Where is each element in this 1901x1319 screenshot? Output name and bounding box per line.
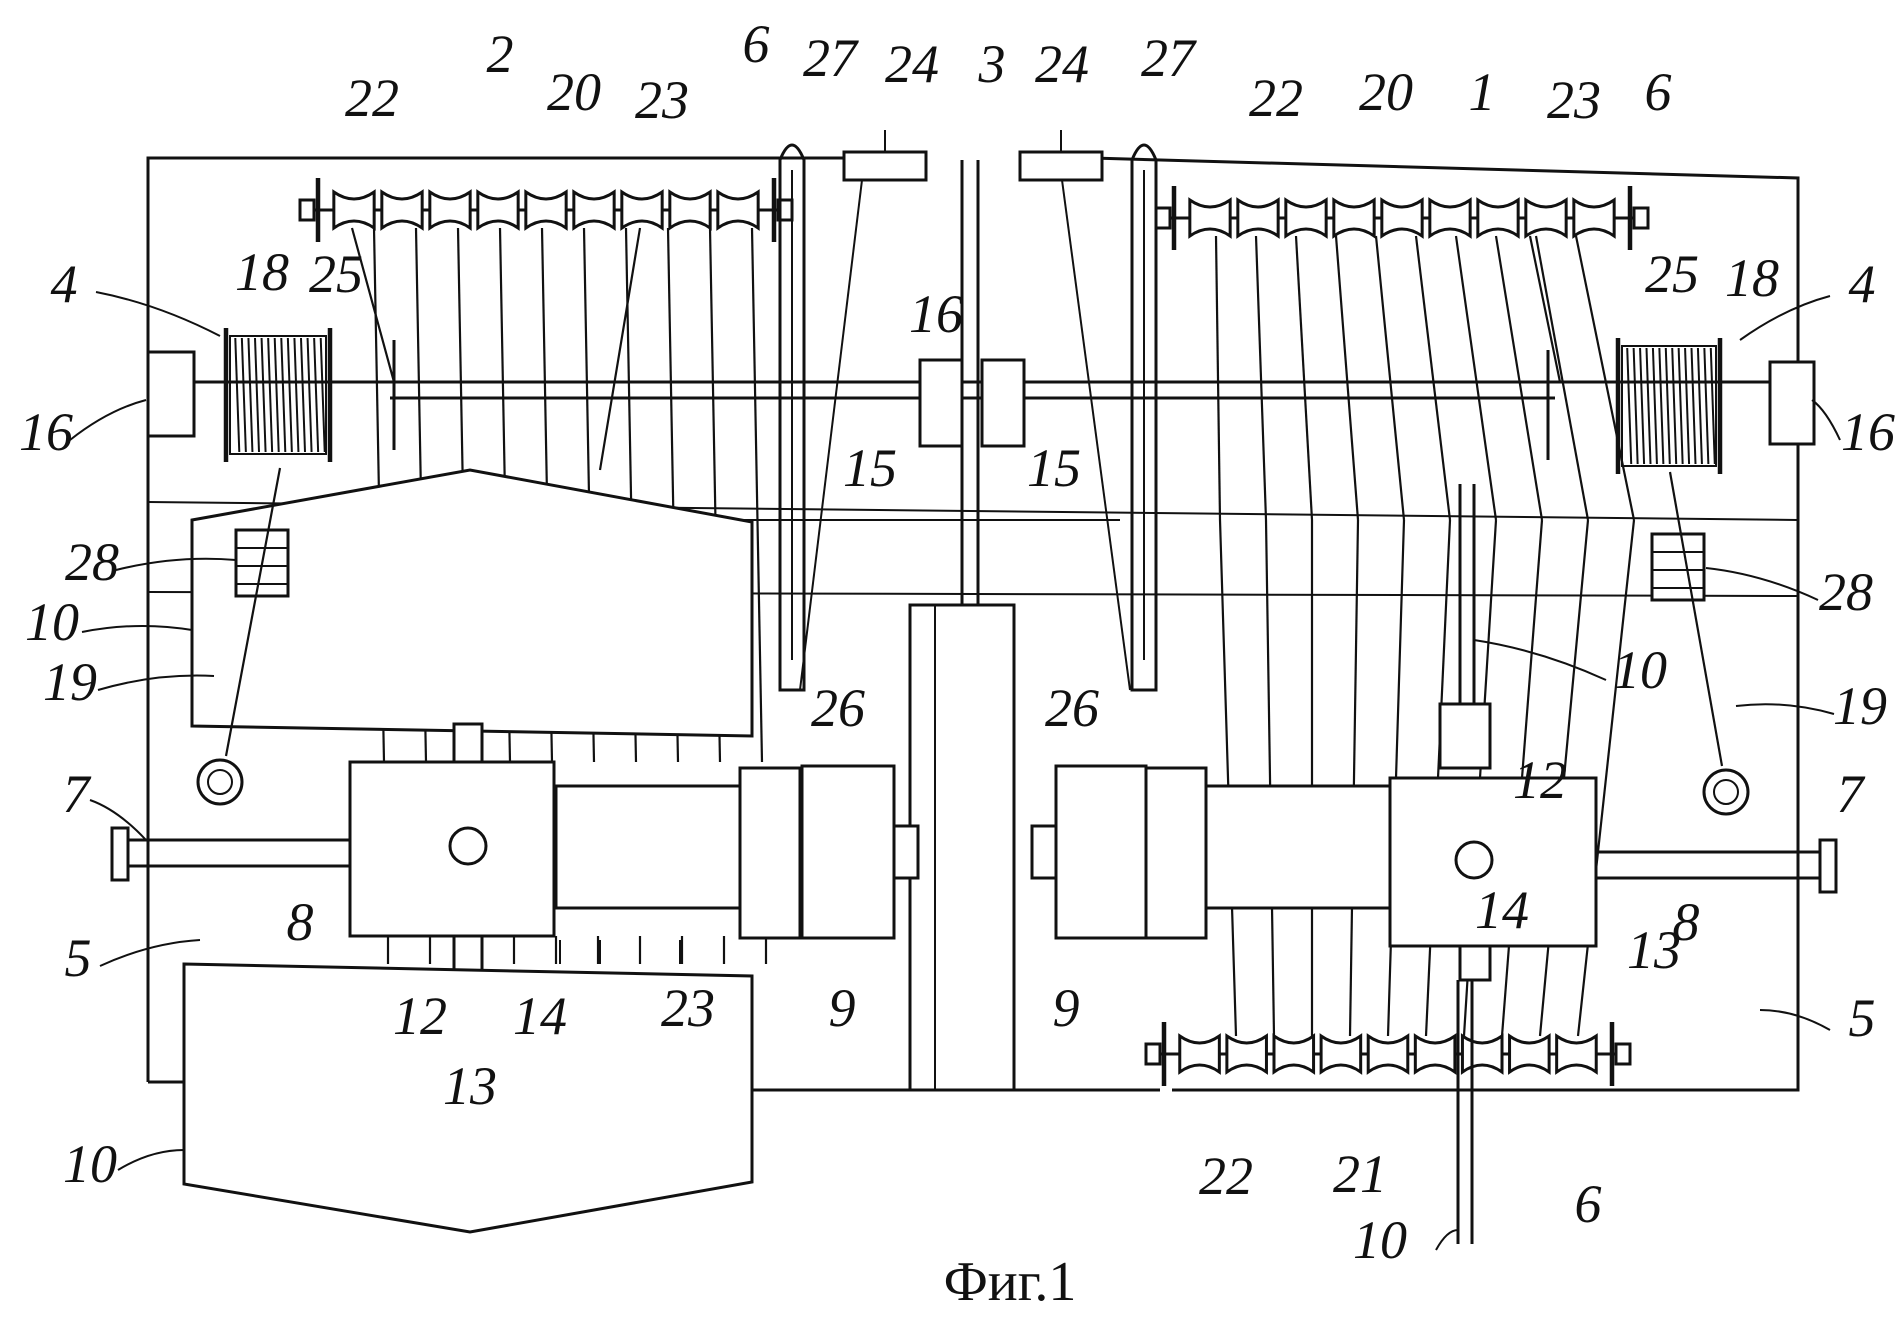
reference-numeral-12: 12: [1513, 750, 1567, 810]
reference-numeral-23: 23: [1547, 70, 1601, 130]
reference-numeral-20: 20: [547, 62, 601, 122]
roller: [1430, 200, 1470, 236]
roller: [1415, 1036, 1455, 1072]
reference-numeral-16: 16: [19, 402, 73, 462]
reference-numeral-7: 7: [1837, 764, 1866, 824]
reference-numeral-13: 13: [443, 1056, 497, 1116]
reference-numeral-16: 16: [909, 284, 963, 344]
roller: [1574, 200, 1614, 236]
reference-numeral-27: 27: [1141, 28, 1197, 88]
reference-numeral-9: 9: [829, 978, 856, 1038]
reference-numeral-22: 22: [1199, 1146, 1253, 1206]
reference-numeral-14: 14: [513, 986, 567, 1046]
roller: [1510, 1036, 1550, 1072]
reference-numeral-14: 14: [1475, 880, 1529, 940]
roller: [478, 192, 518, 228]
reference-numeral-23: 23: [635, 70, 689, 130]
roller: [430, 192, 470, 228]
roller: [526, 192, 566, 228]
reference-numeral-24: 24: [1035, 34, 1089, 94]
reference-numeral-25: 25: [1645, 244, 1699, 304]
roller: [1238, 200, 1278, 236]
reference-numeral-10: 10: [1353, 1210, 1407, 1270]
roller: [574, 192, 614, 228]
reference-numeral-10: 10: [25, 592, 79, 652]
roller: [1334, 200, 1374, 236]
reference-numeral-28: 28: [65, 532, 119, 592]
reference-numeral-5: 5: [1849, 988, 1876, 1048]
roller: [622, 192, 662, 228]
roller-row-top-right: [1156, 186, 1648, 250]
roller: [1557, 1036, 1597, 1072]
reference-numeral-16: 16: [1841, 402, 1895, 462]
reference-numeral-22: 22: [345, 68, 399, 128]
right-winch-drum: [1548, 338, 1720, 474]
reference-numeral-5: 5: [65, 928, 92, 988]
reference-numeral-26: 26: [1045, 678, 1099, 738]
reference-numeral-8: 8: [287, 892, 314, 952]
roller: [1190, 200, 1230, 236]
reference-numeral-12: 12: [393, 986, 447, 1046]
reference-numeral-4: 4: [51, 254, 78, 314]
reference-numeral-19: 19: [43, 652, 97, 712]
reference-numeral-18: 18: [1725, 248, 1779, 308]
roller: [1286, 200, 1326, 236]
reference-numeral-6: 6: [743, 14, 770, 74]
reference-numeral-15: 15: [843, 438, 897, 498]
reference-numeral-6: 6: [1575, 1174, 1602, 1234]
reference-numeral-22: 22: [1249, 68, 1303, 128]
reference-numeral-10: 10: [1613, 640, 1667, 700]
roller: [382, 192, 422, 228]
roller: [1368, 1036, 1408, 1072]
reference-numeral-10: 10: [63, 1134, 117, 1194]
reference-numeral-2: 2: [487, 24, 514, 84]
roller: [1382, 200, 1422, 236]
reference-numeral-18: 18: [235, 242, 289, 302]
roller: [1274, 1036, 1314, 1072]
reference-numeral-20: 20: [1359, 62, 1413, 122]
reference-numeral-26: 26: [811, 678, 865, 738]
roller: [1227, 1036, 1267, 1072]
roller: [1180, 1036, 1220, 1072]
roller: [670, 192, 710, 228]
roller: [334, 192, 374, 228]
figure-caption: Фиг.1: [944, 1251, 1077, 1313]
roller: [1478, 200, 1518, 236]
left-winch-drum: [226, 328, 394, 462]
roller: [1321, 1036, 1361, 1072]
reference-numeral-7: 7: [63, 764, 92, 824]
reference-numeral-23: 23: [661, 978, 715, 1038]
reference-numeral-3: 3: [978, 34, 1006, 94]
upper-shaft: [148, 352, 1814, 446]
reference-numeral-27: 27: [803, 28, 859, 88]
reference-numeral-13: 13: [1627, 920, 1681, 980]
roller: [1526, 200, 1566, 236]
reference-numeral-9: 9: [1053, 978, 1080, 1038]
roller: [718, 192, 758, 228]
reference-numeral-21: 21: [1333, 1144, 1387, 1204]
reference-numeral-4: 4: [1849, 254, 1876, 314]
reference-numeral-6: 6: [1645, 62, 1672, 122]
reference-numeral-15: 15: [1027, 438, 1081, 498]
reference-numeral-28: 28: [1819, 562, 1873, 622]
reference-numeral-24: 24: [885, 34, 939, 94]
reference-numeral-25: 25: [309, 244, 363, 304]
reference-numeral-1: 1: [1469, 62, 1496, 122]
reference-numeral-19: 19: [1833, 676, 1887, 736]
roller: [1462, 1036, 1502, 1072]
